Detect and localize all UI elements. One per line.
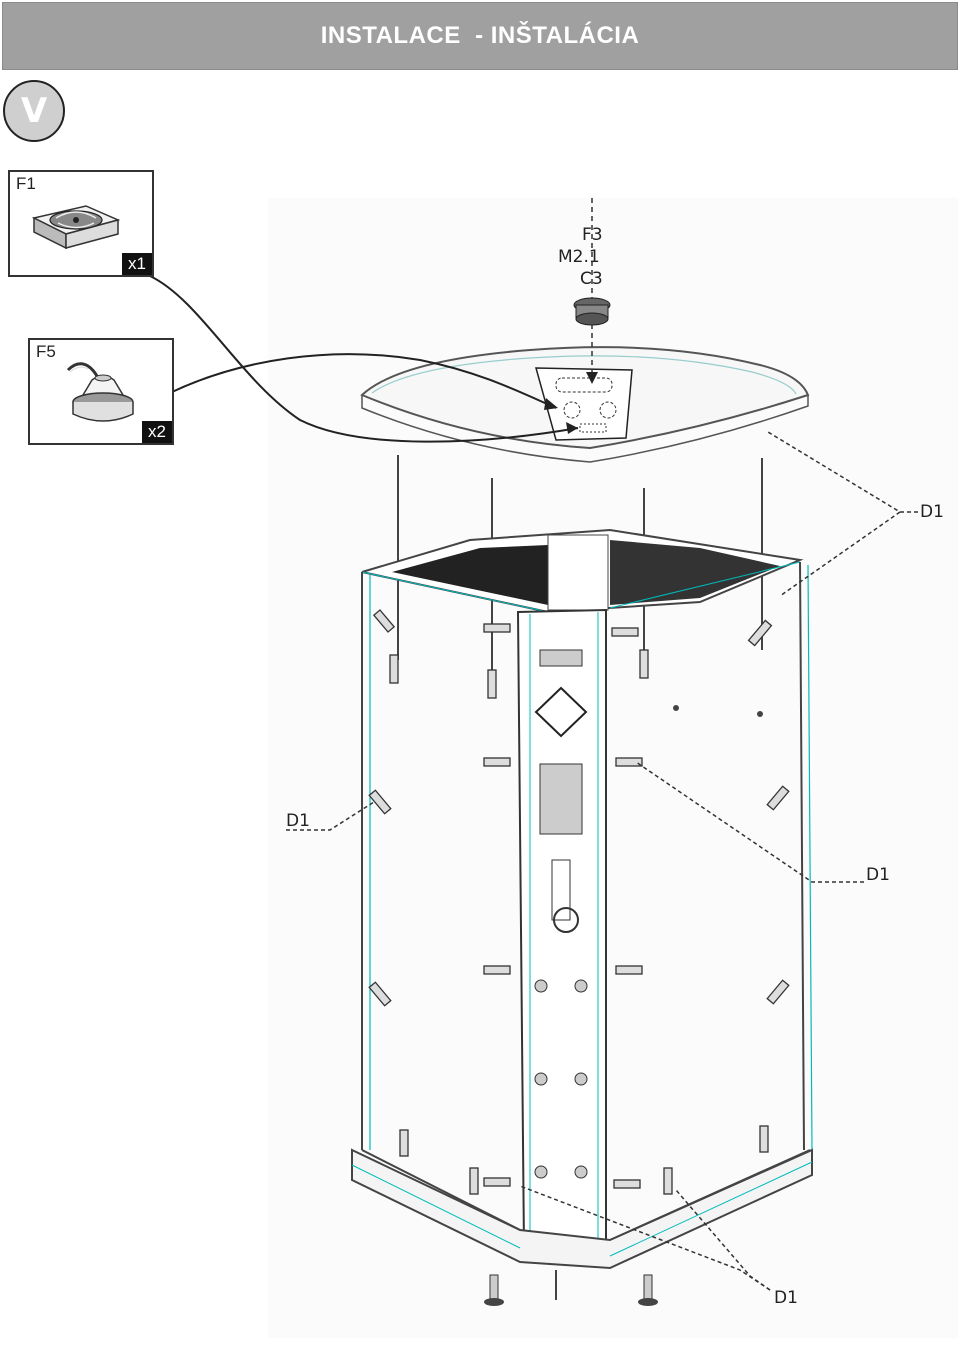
nozzle (534, 979, 548, 993)
callout-d1-top-right: D1 (920, 502, 944, 522)
step-letter: V (20, 91, 48, 131)
speaker-icon (66, 362, 134, 422)
nozzle (574, 979, 588, 993)
callout-d1-left: D1 (286, 811, 310, 831)
top-fitting: F3 M2.1 C3 (558, 198, 611, 384)
callout-c3: C3 (580, 269, 603, 289)
hole (757, 711, 763, 717)
callout-d1-right: D1 (866, 865, 890, 885)
central-panel (516, 608, 607, 1249)
roof-panel (360, 346, 810, 463)
base-tray (351, 1148, 813, 1306)
fan-icon (31, 205, 121, 250)
leader-f1 (149, 275, 579, 443)
nozzle (574, 1165, 588, 1179)
callout-f3: F3 (582, 225, 603, 245)
page-title: INSTALACE - INŠTALÁCIA (320, 22, 640, 49)
hole (673, 705, 679, 711)
callout-m2: M2.1 (558, 247, 600, 267)
screws (368, 609, 790, 1195)
part-box-f5: F5 x2 (28, 338, 174, 445)
panel-display (539, 649, 583, 667)
panel-diamond-control (534, 686, 588, 738)
part-qty: x2 (142, 421, 172, 443)
part-label: F1 (16, 174, 36, 193)
part-box-f1: F1 x1 (8, 170, 154, 277)
part-label: F5 (36, 342, 56, 361)
d1-leaders (286, 431, 918, 1291)
nozzle (534, 1165, 548, 1179)
part-qty: x1 (122, 253, 152, 275)
nozzle (534, 1072, 548, 1086)
callout-d1-bottom: D1 (774, 1288, 798, 1308)
step-badge: V (3, 80, 65, 142)
page-header: INSTALACE - INŠTALÁCIA (2, 2, 958, 70)
leader-f5 (171, 353, 557, 409)
panel-screen (539, 763, 583, 835)
panel-handle (551, 859, 571, 921)
nozzle (574, 1072, 588, 1086)
